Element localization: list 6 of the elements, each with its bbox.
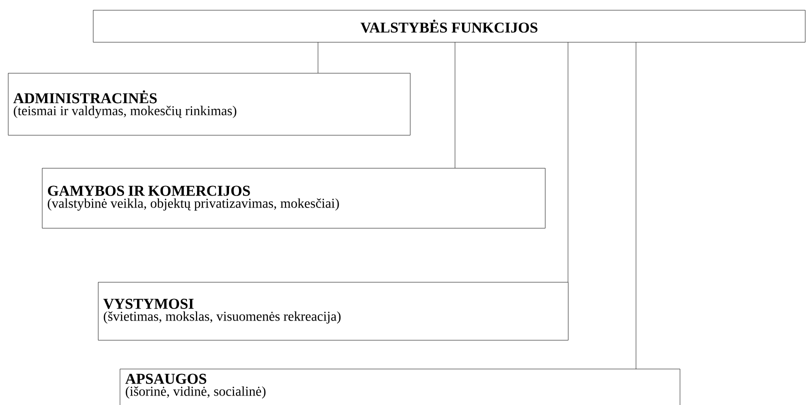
title-box: VALSTYBĖS FUNKCIJOS <box>93 10 806 42</box>
function-box: GAMYBOS IR KOMERCIJOS (valstybinė veikla, objektų privatizavimas, mokesčiai) <box>42 168 546 228</box>
function-box: VYSTYMOSI (švietimas, mokslas, visuomenės rekreacija) <box>98 282 568 340</box>
function-box: ADMINISTRACINĖS (teismai ir valdymas, mokesčių rinkimas) <box>8 73 410 136</box>
connector-line <box>454 42 456 168</box>
function-box: APSAUGOS (išorinė, vidinė, socialinė) <box>120 368 680 405</box>
